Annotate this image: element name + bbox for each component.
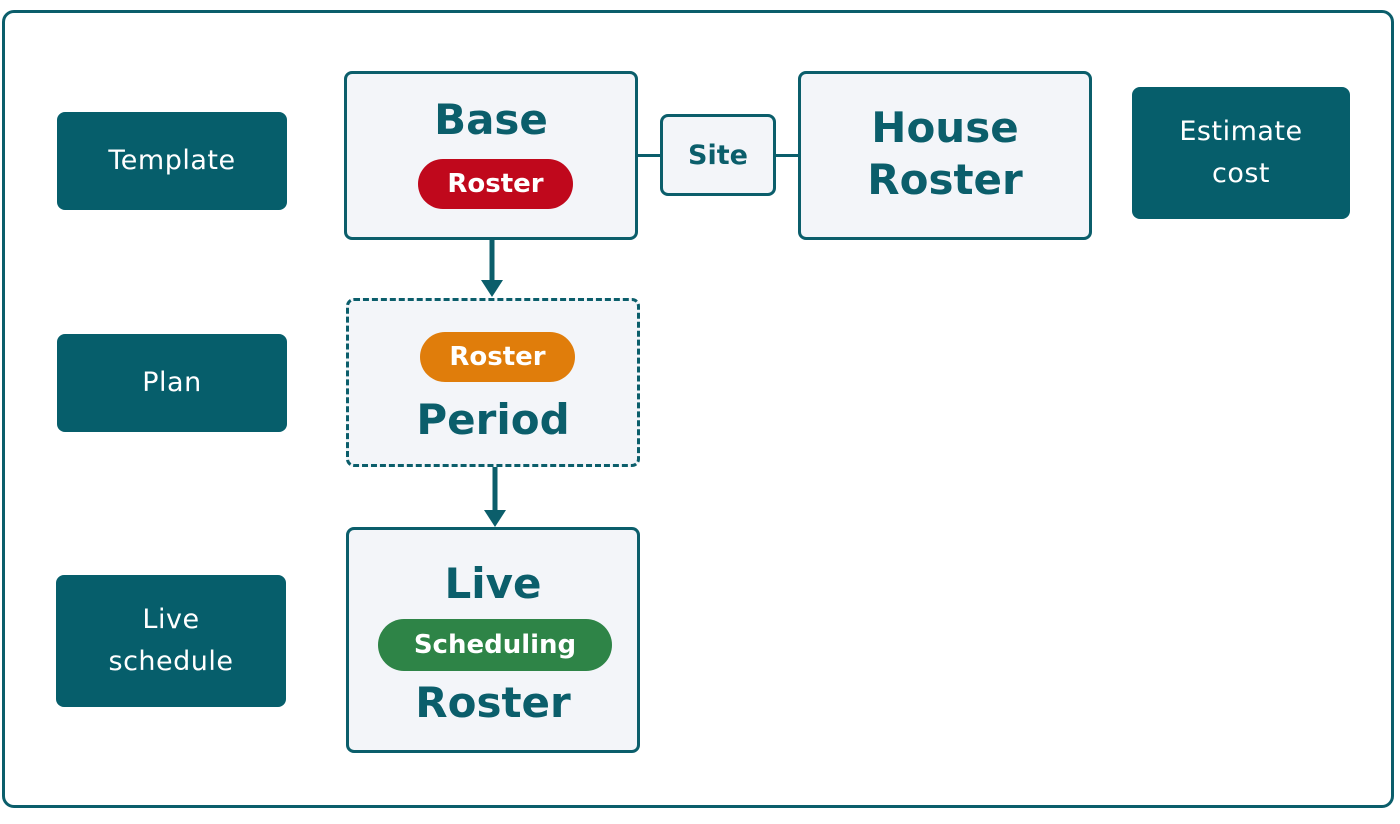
- house-roster-node: House Roster: [798, 71, 1092, 240]
- site-label: Site: [688, 139, 748, 171]
- house-title: House: [871, 103, 1019, 152]
- base-site-connector: [637, 154, 661, 157]
- period-roster-node: Roster Period: [346, 298, 640, 467]
- period-roster-pill: Roster: [420, 332, 575, 382]
- live-bottom-title: Roster: [415, 678, 571, 727]
- house-subtitle: Roster: [867, 155, 1023, 204]
- base-title: Base: [434, 95, 548, 144]
- stage-plan: Plan: [57, 334, 287, 432]
- base-roster-node: Base Roster: [344, 71, 638, 240]
- site-node: Site: [660, 114, 776, 196]
- live-scheduling-pill: Scheduling: [378, 619, 612, 671]
- estimate-cost-box: Estimate cost: [1132, 87, 1350, 219]
- site-house-connector: [775, 154, 799, 157]
- stage-plan-label: Plan: [142, 367, 202, 398]
- live-title: Live: [444, 559, 542, 608]
- arrow-base-to-period: [481, 240, 503, 297]
- stage-template: Template: [57, 112, 287, 210]
- estimate-cost-label: Estimate cost: [1179, 116, 1303, 189]
- live-scheduling-roster-node: Live Scheduling Roster: [346, 527, 640, 753]
- stage-template-label: Template: [108, 145, 236, 176]
- base-roster-pill: Roster: [418, 159, 573, 209]
- arrow-period-to-live: [484, 467, 506, 527]
- stage-live-schedule: Live schedule: [56, 575, 286, 707]
- stage-live-schedule-label: Live schedule: [108, 604, 234, 677]
- period-title: Period: [416, 395, 570, 444]
